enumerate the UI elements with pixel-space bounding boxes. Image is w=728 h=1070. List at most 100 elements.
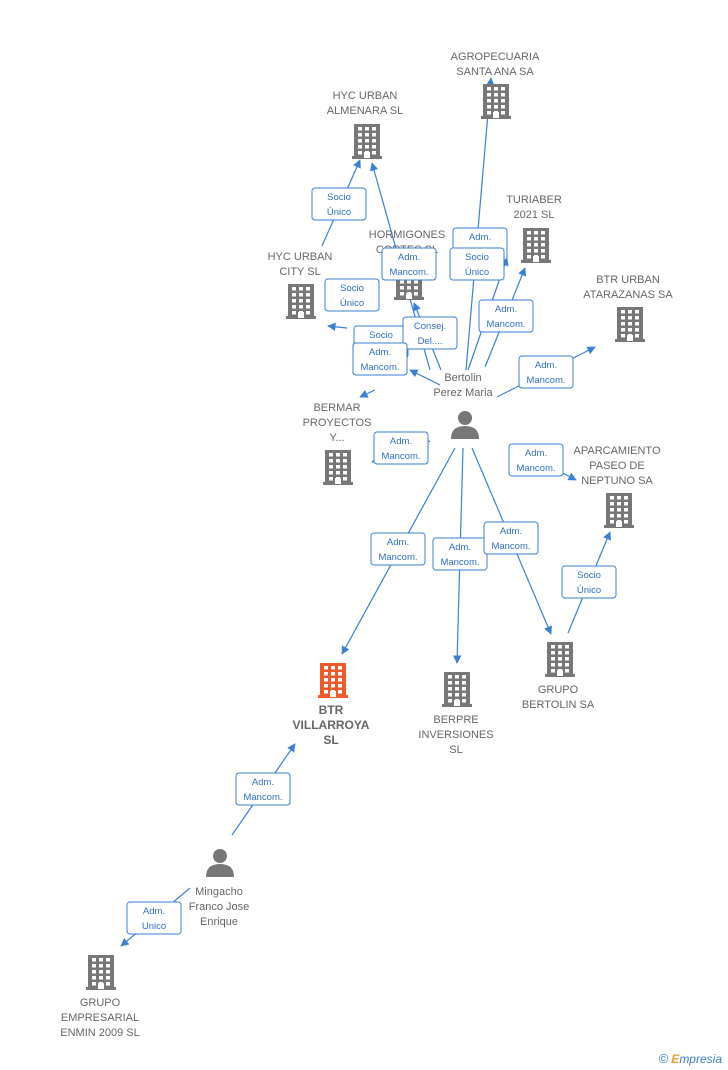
building-window xyxy=(299,299,303,303)
building-icon xyxy=(521,228,551,263)
building-window xyxy=(541,231,545,235)
edge-label-text: Socio xyxy=(327,192,351,203)
building-window xyxy=(372,133,376,137)
building-window xyxy=(487,105,491,109)
building-window xyxy=(635,322,639,326)
edge-label-text: Adm. xyxy=(535,360,557,371)
building-window xyxy=(487,99,491,103)
edge-label-box[interactable]: Adm.Mancom. xyxy=(478,299,534,333)
building-icon xyxy=(352,124,382,159)
building-window xyxy=(462,675,466,679)
building-window xyxy=(106,958,110,962)
building-window xyxy=(558,645,562,649)
building-window xyxy=(534,237,538,241)
building-window xyxy=(299,293,303,297)
building-window xyxy=(336,453,340,457)
building-window xyxy=(324,672,328,676)
node-label: BERMAR xyxy=(313,402,360,414)
edge-label-box[interactable]: Adm.Mancom. xyxy=(432,537,488,571)
node-label: SANTA ANA SA xyxy=(456,66,534,78)
edge-label-text: Mancom. xyxy=(491,541,530,552)
building-window xyxy=(324,678,328,682)
building-window xyxy=(306,293,310,297)
edge-label-box[interactable]: Adm.Unico xyxy=(126,901,182,935)
node-label: APARCAMIENTO xyxy=(574,445,661,457)
building-window xyxy=(400,280,404,284)
brand-footer[interactable]: ©Empresia xyxy=(659,1051,722,1066)
building-window xyxy=(338,690,342,694)
building-window xyxy=(338,666,342,670)
edge-label-box[interactable]: Adm.Mancom. xyxy=(381,247,437,281)
node-bermar[interactable]: BERMARPROYECTOSY... xyxy=(303,402,372,485)
edge-label-text: Adm. xyxy=(390,436,412,447)
building-window xyxy=(343,453,347,457)
edge-label-text: Adm. xyxy=(495,304,517,315)
building-window xyxy=(365,127,369,131)
edge-label-box[interactable]: Consej.Del.... xyxy=(402,316,458,350)
edge-label-box[interactable]: Adm.Mancom. xyxy=(508,443,564,477)
edge-label-text: Consej. xyxy=(414,321,446,332)
building-window xyxy=(331,672,335,676)
building-window xyxy=(628,310,632,314)
building-window xyxy=(487,111,491,115)
edge-label-frame xyxy=(324,278,380,312)
building-window xyxy=(99,964,103,968)
node-label: GRUPO xyxy=(80,997,121,1009)
building-window xyxy=(487,93,491,97)
brand-initial: E xyxy=(671,1052,680,1066)
building-window xyxy=(628,322,632,326)
node-label: PASEO DE xyxy=(589,460,644,472)
edge-label-text: Adm. xyxy=(143,906,165,917)
building-window xyxy=(306,311,310,315)
node-label: TURIABER xyxy=(506,194,562,206)
building-door xyxy=(298,312,304,318)
edge-label-text: Socio xyxy=(577,570,601,581)
edge-label-box[interactable]: Adm.Mancom. xyxy=(518,355,574,389)
building-window xyxy=(635,334,639,338)
building-window xyxy=(527,237,531,241)
building-window xyxy=(610,520,614,524)
building-window xyxy=(414,292,418,296)
building-window xyxy=(292,287,296,291)
building-window xyxy=(494,87,498,91)
building-window xyxy=(551,669,555,673)
building-window xyxy=(106,976,110,980)
edge-label-text: Socio xyxy=(340,283,364,294)
edge-label-box[interactable]: Adm.Mancom. xyxy=(352,342,408,376)
building-window xyxy=(358,145,362,149)
building-window xyxy=(306,287,310,291)
building-window xyxy=(99,976,103,980)
building-window xyxy=(365,133,369,137)
building-window xyxy=(448,693,452,697)
brand-name: mpresia xyxy=(679,1052,722,1066)
edge-label-box[interactable]: Adm.Mancom. xyxy=(235,772,291,806)
building-window xyxy=(92,958,96,962)
building-icon xyxy=(442,672,472,707)
edge-label-box[interactable]: Adm.Mancom. xyxy=(483,521,539,555)
edge-label-box[interactable]: Adm.Mancom. xyxy=(370,532,426,566)
edge-label-frame xyxy=(478,299,534,333)
edge-label-text: Mancom. xyxy=(243,792,282,803)
building-window xyxy=(624,496,628,500)
building-window xyxy=(306,299,310,303)
edge-label-box[interactable]: Adm.Mancom. xyxy=(373,431,429,465)
edge-label-text: Socio xyxy=(465,252,489,263)
building-window xyxy=(534,249,538,253)
